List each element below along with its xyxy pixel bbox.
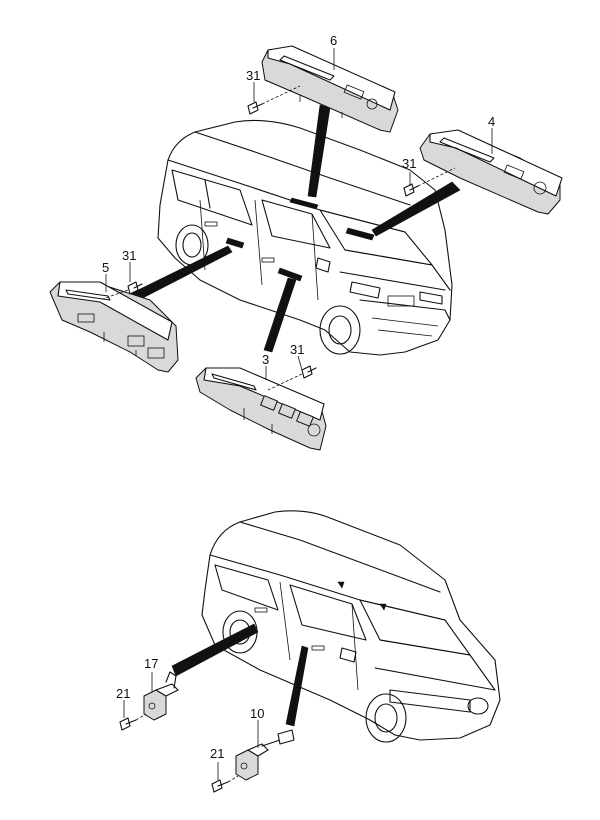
door-switch-10 <box>235 729 295 781</box>
screw-21-a <box>119 713 147 731</box>
callout-31: 31 <box>122 248 136 263</box>
callout-3: 3 <box>262 352 269 367</box>
callout-5: 5 <box>102 260 109 275</box>
callout-21: 21 <box>210 746 224 761</box>
minivan-bottom <box>201 510 501 743</box>
callout-31: 31 <box>290 342 304 357</box>
callout-labels: 6 31 4 31 31 5 3 31 17 21 10 21 <box>102 33 495 761</box>
callout-31: 31 <box>246 68 260 83</box>
callout-leaders <box>105 48 493 780</box>
switch-panel-4 <box>419 129 563 215</box>
switch-panel-3 <box>195 367 327 451</box>
screw-31-d <box>267 365 317 391</box>
leader-wedges-top <box>129 104 461 353</box>
callout-17: 17 <box>144 656 158 671</box>
door-switch-17 <box>143 671 179 721</box>
screw-21-b <box>211 775 239 793</box>
callout-4: 4 <box>488 114 495 129</box>
callout-31: 31 <box>402 156 416 171</box>
callout-21: 21 <box>116 686 130 701</box>
callout-6: 6 <box>330 33 337 48</box>
leader-wedges-bottom <box>171 623 309 727</box>
switch-panel-5 <box>49 281 179 373</box>
minivan-top <box>157 119 453 356</box>
callout-10: 10 <box>250 706 264 721</box>
screw-31-c <box>99 281 143 301</box>
screw-31-a <box>247 85 301 115</box>
screw-31-b <box>403 167 456 197</box>
switch-panel-6 <box>261 45 399 133</box>
